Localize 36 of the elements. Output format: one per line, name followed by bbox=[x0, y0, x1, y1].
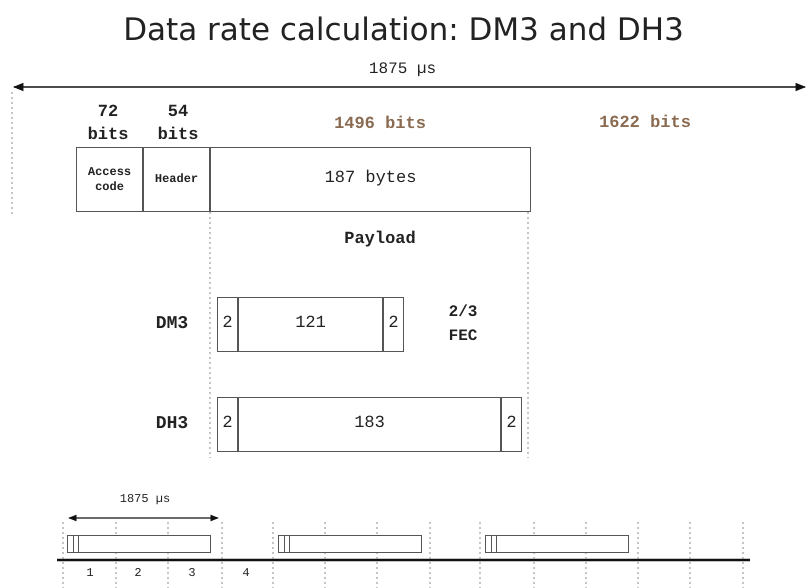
packet-bar bbox=[485, 535, 629, 553]
slot-number: 2 bbox=[133, 566, 143, 580]
payload-field bbox=[501, 397, 522, 452]
bit-count: 1622 bits bbox=[598, 114, 692, 133]
field-label: 187 bytes bbox=[324, 169, 416, 190]
field-label: 2 bbox=[222, 414, 233, 435]
duration-label: 1875 µs bbox=[118, 492, 172, 506]
field-label: Access code bbox=[86, 165, 132, 194]
payload-field bbox=[217, 397, 238, 452]
diagram-title: Data rate calculation: DM3 and DH3 bbox=[122, 12, 685, 48]
payload-label: Payload bbox=[343, 230, 417, 249]
field-label: 183 bbox=[354, 414, 385, 435]
payload-field bbox=[238, 297, 383, 352]
packet-field bbox=[76, 147, 143, 212]
field-label: 2 bbox=[388, 314, 399, 335]
payload-field bbox=[238, 397, 501, 452]
packet-field bbox=[143, 147, 210, 212]
packet-bar bbox=[278, 535, 422, 553]
field-label: Header bbox=[154, 172, 198, 187]
bit-count: 72 bits bbox=[86, 102, 130, 147]
payload-field bbox=[217, 297, 238, 352]
slot-number: 1 bbox=[85, 566, 95, 580]
packet-bar bbox=[67, 535, 211, 553]
slot-number: 4 bbox=[241, 566, 251, 580]
packet-field bbox=[210, 147, 531, 212]
bit-count: 54 bits bbox=[156, 102, 200, 147]
field-label: 2 bbox=[506, 414, 517, 435]
slot-number: 3 bbox=[187, 566, 197, 580]
duration-label: 1875 µs bbox=[368, 60, 438, 78]
payload-field bbox=[383, 297, 404, 352]
packet-type-label: DM3 bbox=[154, 314, 190, 334]
field-label: 2 bbox=[222, 314, 233, 335]
bit-count: 1496 bits bbox=[333, 114, 427, 136]
packet-type-label: DH3 bbox=[154, 414, 190, 434]
fec-label: 2/3 FEC bbox=[448, 302, 478, 347]
field-label: 121 bbox=[295, 314, 326, 335]
